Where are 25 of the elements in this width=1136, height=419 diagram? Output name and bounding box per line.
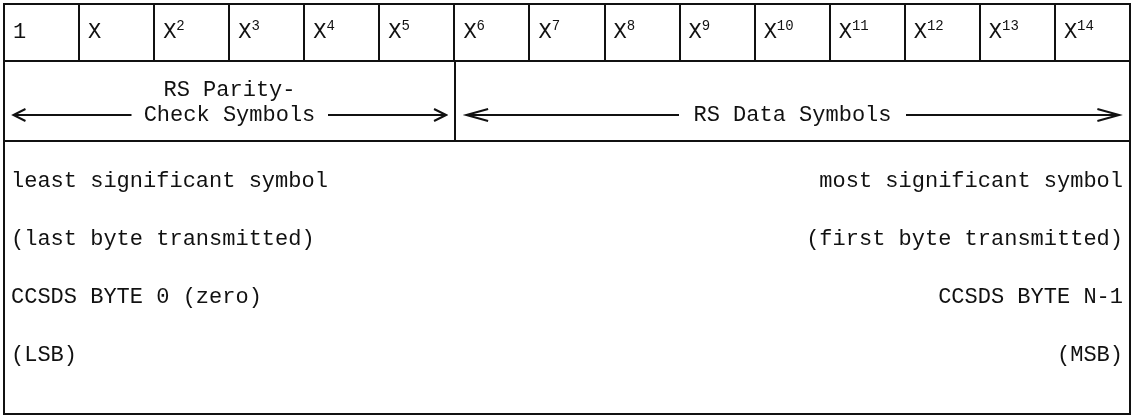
note-text: (MSB) [1057,343,1123,368]
field-label: RS Data Symbols [693,103,892,128]
polynomial-term: X$^{2}$ [163,20,185,45]
polynomial-term: X$^{9}$ [688,20,711,45]
note-text: most significant symbol [819,169,1123,194]
polynomial-term: X$^{7}$ [538,20,561,45]
polynomial-term: X$^{14}$ [1063,20,1094,45]
note-text: (LSB) [11,343,77,368]
polynomial-term: X$^{4}$ [313,20,335,45]
polynomial-term: X$^{6}$ [463,20,485,45]
note-text: least significant symbol [11,169,328,194]
note-text: CCSDS BYTE 0 (zero) [11,285,262,310]
field-label: RS Parity-Check Symbols [142,78,317,128]
polynomial-term: X$^{11}$ [838,20,869,45]
polynomial-term: X$^{12}$ [913,20,944,45]
note-text: (first byte transmitted) [806,227,1123,252]
polynomial-term: X$^{3}$ [238,20,260,45]
polynomial-term: X$^{8}$ [613,20,636,45]
polynomial-term: X$^{13}$ [988,20,1019,45]
polynomial-term: 1 [13,20,27,45]
polynomial-term: X$^{5}$ [388,20,410,45]
polynomial-term: X$^{10}$ [763,20,794,45]
polynomial-term: X [88,20,102,45]
note-text: (last byte transmitted) [11,227,315,252]
note-text: CCSDS BYTE N-1 [938,285,1123,310]
